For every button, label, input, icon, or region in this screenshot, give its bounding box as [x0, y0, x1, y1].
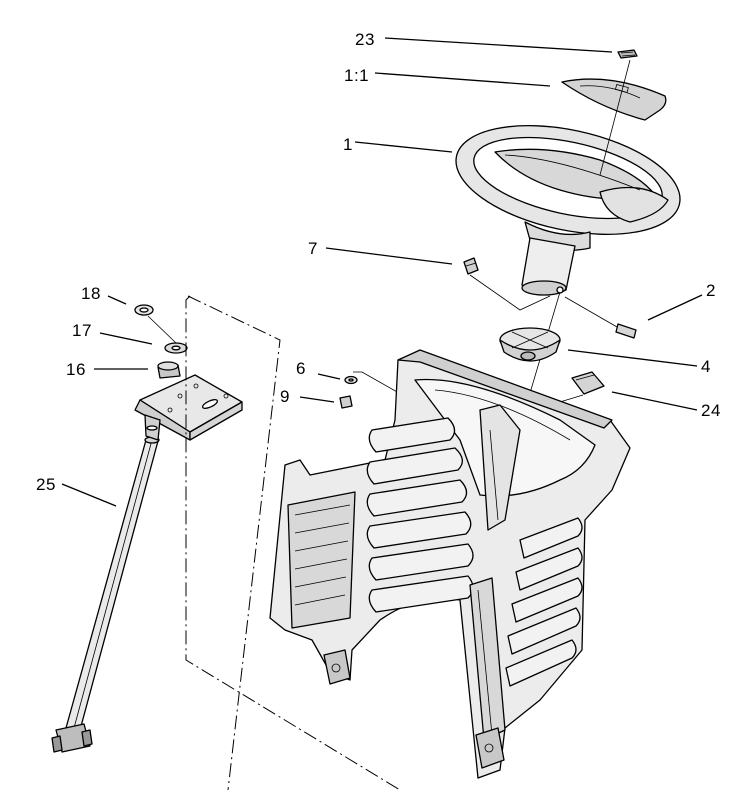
- callout-4: 4: [701, 357, 711, 376]
- callout-25: 25: [36, 475, 56, 494]
- callout-7: 7: [308, 239, 318, 258]
- console-housing-part: [269, 349, 631, 779]
- mounting-plate-part: [134, 374, 243, 441]
- steering-shaft-part: [51, 436, 160, 753]
- left-vent-slats: [294, 504, 351, 606]
- pin-part: [564, 296, 637, 339]
- callout-1-1: 1:1: [344, 66, 369, 85]
- adapter-hub-part: [499, 327, 561, 362]
- assembly-phantom-lines: [185, 295, 401, 791]
- screw-part: [463, 257, 551, 311]
- bearing-washer-part: [164, 342, 188, 354]
- leader-lines: [61, 37, 703, 507]
- wheel-cap-part: [561, 78, 667, 121]
- bushing-part: [157, 361, 181, 379]
- callout-24: 24: [701, 401, 721, 420]
- washer-part: [344, 375, 358, 385]
- callout-6: 6: [296, 359, 306, 378]
- callout-18: 18: [81, 284, 101, 303]
- callout-17: 17: [72, 321, 92, 340]
- emblem-part: [617, 49, 638, 59]
- nut-part: [339, 395, 353, 409]
- callout-16: 16: [66, 360, 86, 379]
- callout-9: 9: [280, 387, 290, 406]
- callout-2: 2: [706, 281, 716, 300]
- retaining-ring-part: [134, 304, 154, 316]
- callout-1: 1: [343, 135, 353, 154]
- callout-23: 23: [355, 30, 375, 49]
- callout-labels: 23 1:1 1 7 2 4 24 6 9 18 17 16 25: [36, 30, 721, 494]
- center-ribs: [366, 417, 474, 613]
- right-ribs: [505, 517, 583, 687]
- steering-wheel-part: [455, 59, 681, 421]
